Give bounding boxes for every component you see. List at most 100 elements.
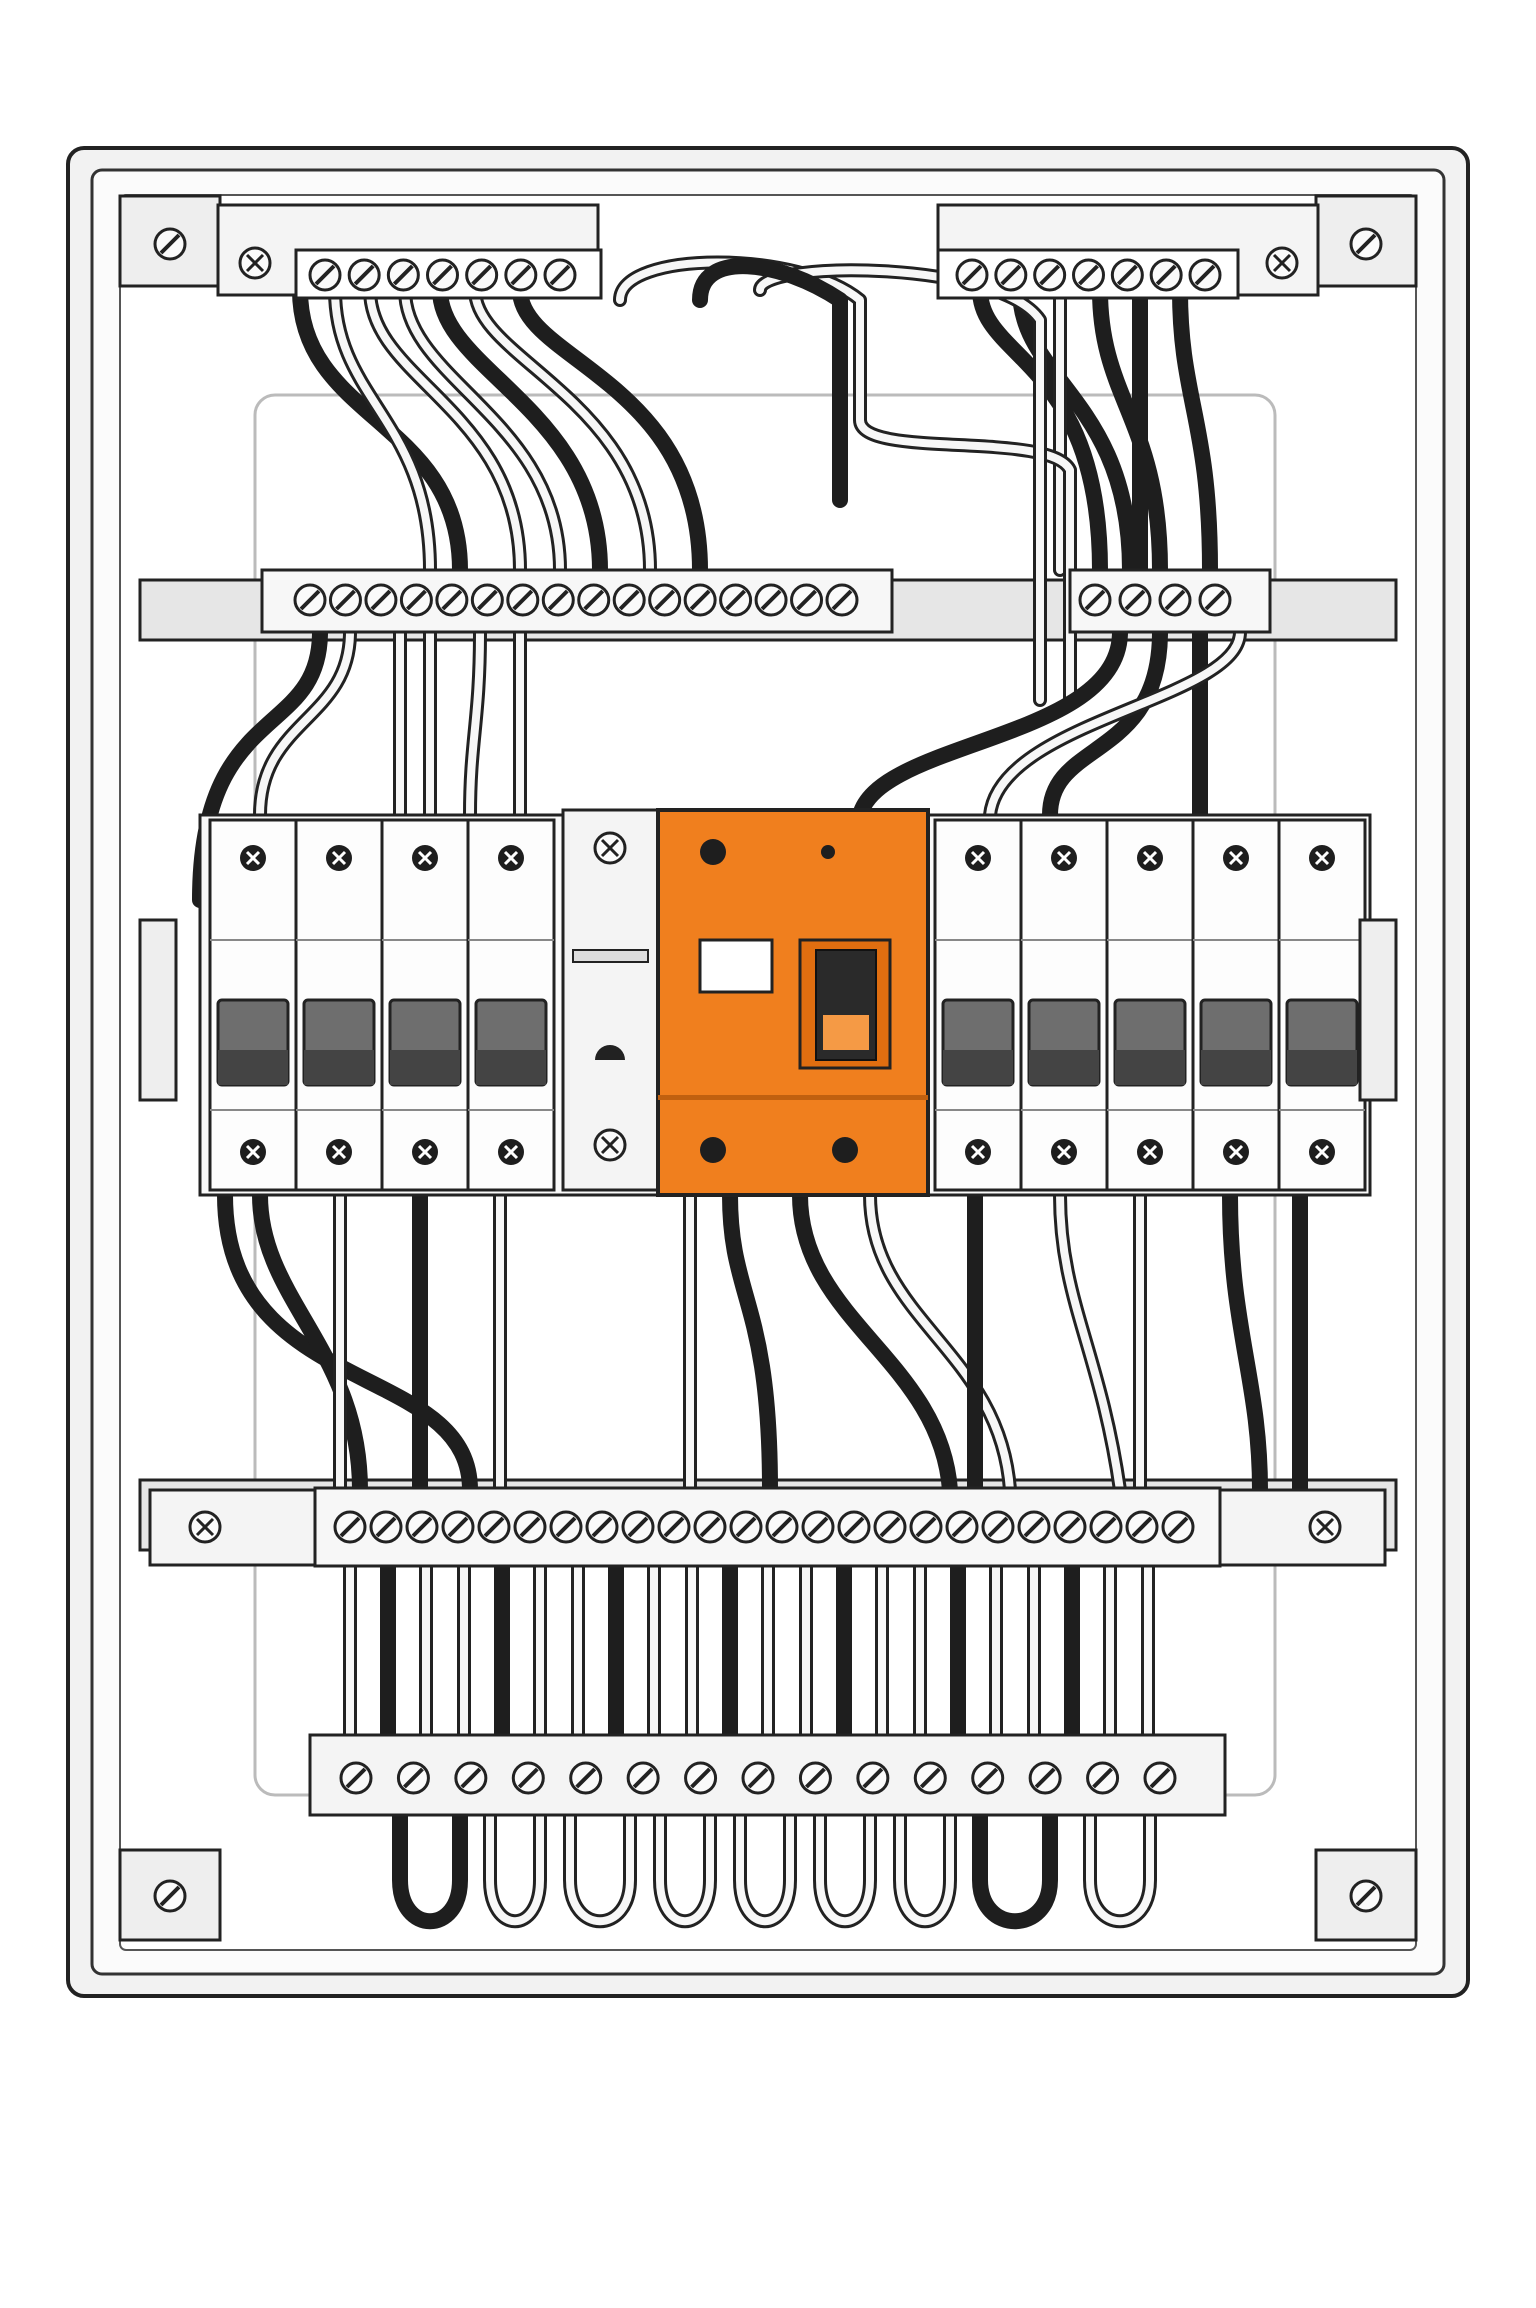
screw-terminal-icon [1158, 583, 1192, 617]
bottom-left-bracket [118, 1848, 222, 1942]
breaker-screw-icon [1049, 843, 1079, 873]
circuit-breaker [1277, 818, 1367, 1192]
screw-terminal-icon [541, 583, 576, 617]
breaker-screw-icon [238, 843, 268, 873]
screw-terminal-icon [549, 1510, 583, 1544]
screw-terminal-icon [1053, 1510, 1087, 1544]
screw-terminal-icon [913, 1761, 948, 1795]
screw-terminal-icon [363, 583, 398, 617]
top-right-bracket [1314, 194, 1418, 288]
screw-terminal-icon [647, 583, 682, 617]
screw-terminal-icon [425, 258, 460, 292]
screw-terminal-icon [855, 1761, 890, 1795]
screw-terminal-icon [837, 1510, 871, 1544]
screw-terminal-icon [626, 1761, 661, 1795]
screw-terminal-icon [513, 1510, 547, 1544]
breaker-screw-icon [1221, 1137, 1251, 1167]
screw-terminal-icon [293, 583, 327, 617]
screw-terminal-icon [576, 583, 611, 617]
screw-terminal-icon [405, 1510, 439, 1544]
screw-terminal-icon [470, 583, 505, 617]
x-screw-icon [593, 831, 627, 865]
screw-terminal-icon [825, 583, 859, 617]
bottom-right-bracket [1314, 1848, 1418, 1942]
screw-terminal-icon [568, 1761, 603, 1795]
breaker-screw-icon [1307, 843, 1337, 873]
breaker-row [138, 808, 1398, 1197]
rcd-test-window [698, 938, 774, 994]
screw-terminal-icon [1032, 258, 1067, 292]
screw-terminal-icon [1143, 1761, 1177, 1795]
breaker-screw-icon [324, 1137, 354, 1167]
top-right-terminal-block [936, 203, 1320, 300]
bottom-terminal-block [308, 1733, 1227, 1817]
screw-terminal-icon [970, 1761, 1005, 1795]
breaker-screw-icon [1221, 843, 1251, 873]
x-screw-icon [188, 1510, 222, 1544]
circuit-breaker [1191, 818, 1281, 1192]
breaker-screw-icon [1135, 843, 1165, 873]
screw-terminal-icon [741, 1761, 775, 1795]
screw-terminal-icon [308, 258, 342, 292]
screw-terminal-icon [503, 258, 538, 292]
screw-terminal-icon [464, 258, 499, 292]
screw-terminal-icon [511, 1761, 546, 1795]
screw-terminal-icon [945, 1510, 979, 1544]
top-left-terminal-block [216, 203, 603, 300]
screw-terminal-icon [657, 1510, 691, 1544]
breaker-screw-icon [324, 843, 354, 873]
screw-terminal-icon [955, 258, 989, 292]
circuit-breaker [380, 818, 470, 1192]
screw-terminal-icon [981, 1510, 1015, 1544]
upper-busbar [260, 568, 894, 634]
circuit-breaker [466, 818, 556, 1192]
breaker-screw-icon [1049, 1137, 1079, 1167]
x-screw-icon [1308, 1510, 1342, 1544]
screw-terminal-icon [1078, 583, 1112, 617]
screw-terminal-icon [798, 1761, 833, 1795]
screw-terminal-icon [621, 1510, 655, 1544]
screw-terminal-icon [729, 1510, 763, 1544]
screw-terminal-icon [789, 583, 824, 617]
screw-terminal-icon [1198, 583, 1232, 617]
screw-terminal-icon [1085, 1761, 1120, 1795]
screw-terminal-icon [505, 583, 540, 617]
screw-terminal-icon [333, 1510, 367, 1544]
screw-terminal-icon [1071, 258, 1106, 292]
breaker-screw-icon [496, 843, 526, 873]
mounting-screw-icon [1349, 1879, 1383, 1913]
upper-busbar-right [1068, 568, 1272, 634]
mounting-screw-icon [153, 1879, 187, 1913]
breaker-screw-icon [238, 1137, 268, 1167]
screw-terminal-icon [801, 1510, 835, 1544]
screw-terminal-icon [1089, 1510, 1123, 1544]
screw-terminal-icon [909, 1510, 943, 1544]
screw-terminal-icon [386, 258, 421, 292]
screw-terminal-icon [585, 1510, 619, 1544]
screw-terminal-icon [612, 583, 647, 617]
screw-terminal-icon [693, 1510, 727, 1544]
screw-terminal-icon [683, 583, 718, 617]
screw-terminal-icon [1149, 258, 1184, 292]
screw-terminal-icon [434, 583, 469, 617]
x-screw-icon [593, 1128, 627, 1162]
mounting-screw-icon [1349, 227, 1383, 261]
circuit-breaker [1105, 818, 1195, 1192]
screw-terminal-icon [718, 583, 753, 617]
screw-terminal-icon [347, 258, 382, 292]
circuit-breaker [208, 818, 298, 1192]
screw-terminal-icon [1118, 583, 1152, 617]
breaker-screw-icon [963, 1137, 993, 1167]
screw-terminal-icon [873, 1510, 907, 1544]
screw-terminal-icon [1028, 1761, 1063, 1795]
screw-terminal-icon [754, 583, 789, 617]
breaker-screw-icon [496, 1137, 526, 1167]
screw-terminal-icon [369, 1510, 403, 1544]
x-screw-icon [238, 246, 272, 280]
screw-terminal-icon [399, 583, 434, 617]
breaker-screw-icon [1307, 1137, 1337, 1167]
screw-terminal-icon [543, 258, 577, 292]
screw-terminal-icon [993, 258, 1028, 292]
